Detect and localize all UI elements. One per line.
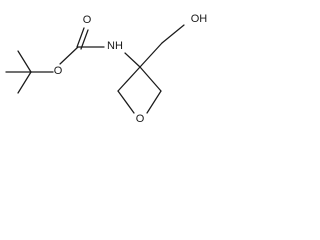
amine-label: NH: [107, 40, 123, 52]
bond-carbonyl-double-a: [76, 27, 85, 48]
bond-carbonyl-double-b: [80, 29, 89, 50]
bond-ring-c4-o: [146, 90, 162, 114]
carbonyl-oxygen-label: O: [83, 14, 92, 26]
ring-oxygen-label: O: [136, 113, 145, 125]
bond-nh-to-quat-c: [124, 52, 141, 68]
bond-tbu-methyl-2: [17, 50, 32, 73]
bond-tbu-methyl-3: [17, 71, 32, 94]
bond-ring-c2-o: [117, 90, 135, 114]
bond-ester-o-to-carbonyl: [59, 46, 79, 65]
ester-oxygen-label: O: [54, 65, 63, 77]
bond-ring-c3-c4: [139, 66, 162, 92]
molecule-svg: O O NH OH O: [5, 13, 208, 125]
hydroxyl-label: OH: [191, 13, 208, 25]
structure-diagram: O O NH OH O: [0, 0, 215, 141]
bond-ch2-to-oh: [161, 24, 185, 44]
bond-quat-c-to-ch2: [139, 42, 163, 68]
bond-ring-c3-c2: [117, 66, 141, 92]
